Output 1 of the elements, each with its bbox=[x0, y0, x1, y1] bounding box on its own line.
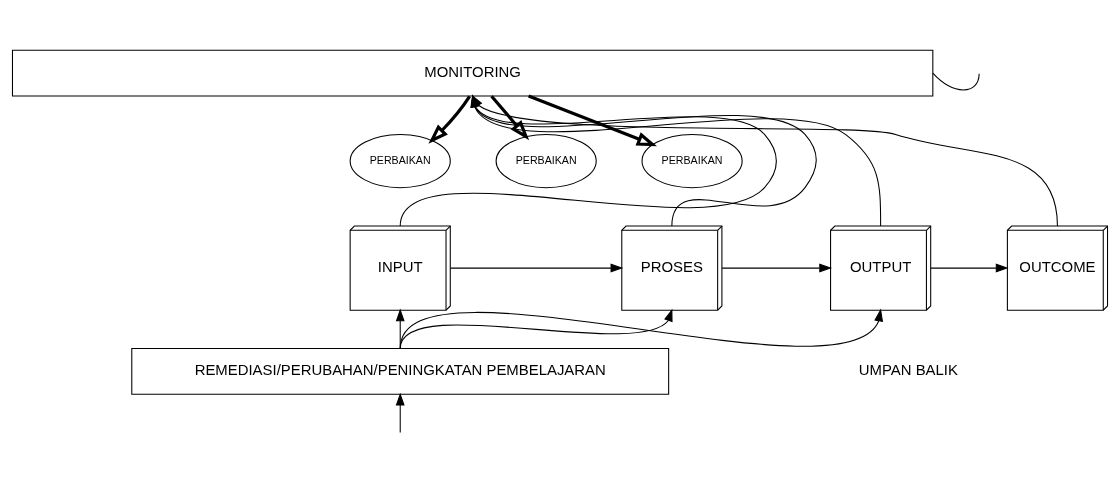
label: UMPAN BALIK bbox=[858, 362, 958, 379]
